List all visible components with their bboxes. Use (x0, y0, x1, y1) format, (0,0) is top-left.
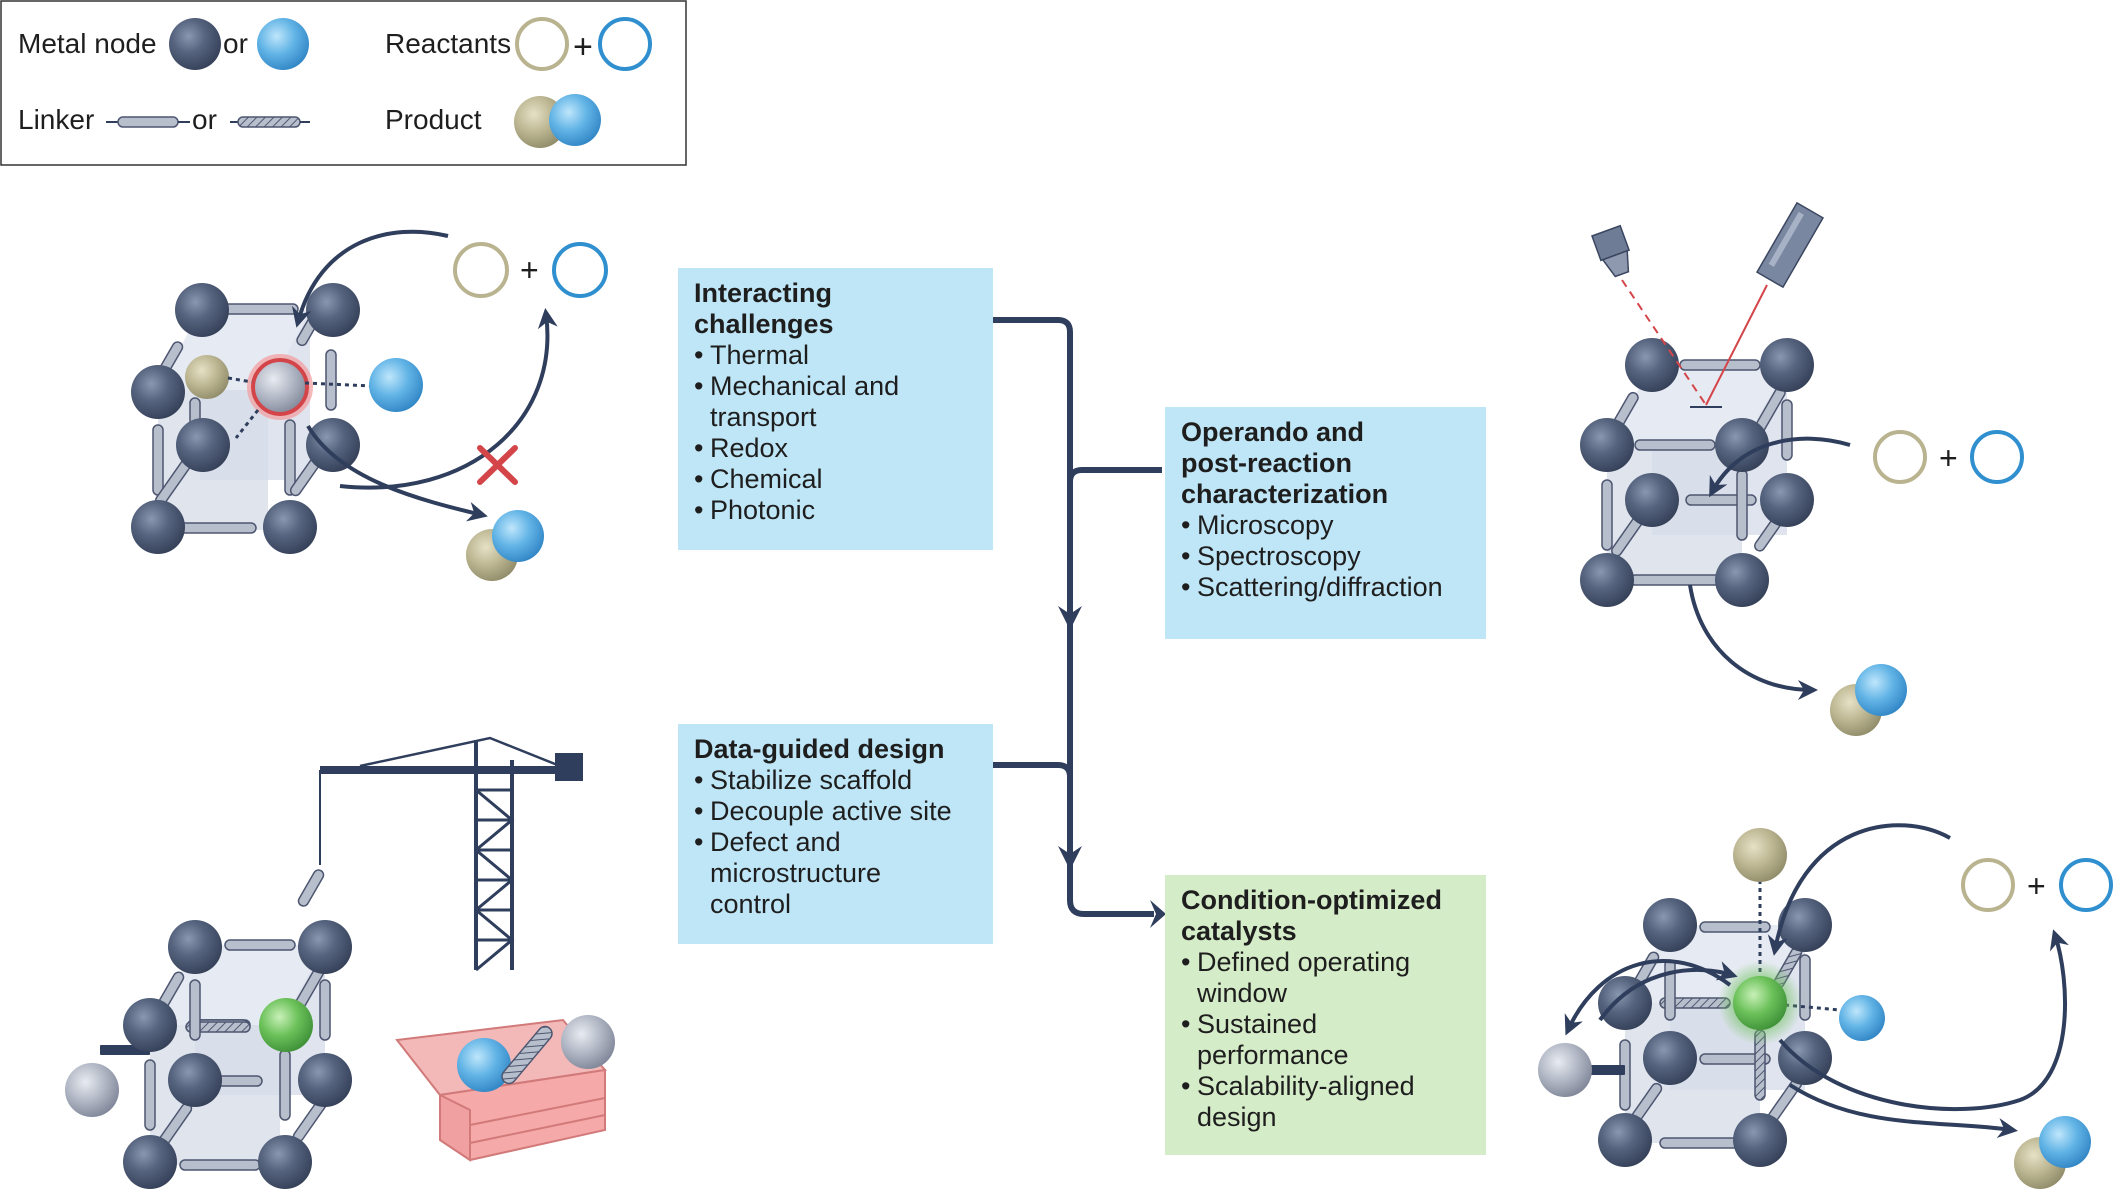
design-box: Data-guided design Stabilize scaffold De… (678, 724, 993, 944)
reactant-icon (453, 242, 509, 298)
block-cross-icon (477, 445, 518, 485)
characterization-title: Operando and post-reaction characterizat… (1181, 417, 1389, 509)
challenges-title: Interacting challenges (694, 278, 834, 339)
characterization-item: Scattering/diffraction (1181, 572, 1470, 603)
linker-icon (297, 869, 325, 907)
microscope-probe-icon (1591, 224, 1707, 406)
product-icon (2014, 1116, 2091, 1189)
linker-icon (106, 116, 190, 128)
flow-arrowheads (1058, 606, 1166, 928)
reactant-icon (1970, 430, 2024, 484)
product-icon (1830, 664, 1907, 736)
linker-icon (230, 116, 310, 128)
toolbox-icon (395, 1015, 615, 1162)
plus-sign-top-right: + (1939, 440, 1958, 476)
legend-or-2: or (192, 104, 217, 135)
design-item: Stabilize scaffold (694, 765, 977, 796)
legend-reactants-label: Reactants (385, 28, 512, 59)
challenges-box: Interacting challenges Thermal Mechanica… (678, 268, 993, 550)
optimized-box: Condition-optimized catalysts Defined op… (1165, 875, 1486, 1155)
reactant-icon (1873, 430, 1927, 484)
reactant-icon (1961, 858, 2015, 912)
plus-sign-top-left: + (520, 252, 539, 288)
challenges-item: Mechanical and transport (694, 371, 977, 433)
legend-metal-node-label: Metal node (18, 28, 157, 59)
flow-connectors (993, 317, 1162, 917)
catalytic-cycle-arrows-optimized (1564, 823, 2069, 1138)
laser-source-icon (1690, 201, 1825, 408)
design-title: Data-guided design (694, 734, 945, 764)
characterization-item: Microscopy (1181, 510, 1470, 541)
legend-linker-label: Linker (18, 104, 95, 135)
challenges-item: Redox (694, 433, 977, 464)
design-item: Decouple active site (694, 796, 977, 827)
catalytic-cycle-arrows-challenged (291, 229, 558, 522)
legend-product-label: Product (385, 104, 482, 135)
characterization-item: Spectroscopy (1181, 541, 1470, 572)
optimized-title: Condition-optimized catalysts (1181, 885, 1442, 946)
optimized-item: Sustained performance (1181, 1009, 1417, 1071)
optimized-item: Defined operating window (1181, 947, 1447, 1009)
reactant-icon (598, 17, 652, 71)
plus-sign-bottom-right: + (2027, 868, 2046, 904)
reactant-icon (2059, 858, 2113, 912)
challenges-item: Photonic (694, 495, 977, 526)
catalytic-cycle-arrows-characterized (1688, 436, 1851, 700)
challenges-item: Chemical (694, 464, 977, 495)
legend-plus: + (573, 28, 593, 66)
mof-framework-designed (65, 920, 352, 1189)
characterization-box: Operando and post-reaction characterizat… (1165, 407, 1486, 639)
metal-node-icon (257, 18, 309, 70)
reactant-icon (515, 17, 569, 71)
reactant-icon (552, 242, 608, 298)
product-icon (466, 510, 544, 581)
challenges-item: Thermal (694, 340, 977, 371)
product-icon (514, 94, 601, 148)
crane-icon (319, 736, 583, 972)
design-item: Defect and microstructure control (694, 827, 910, 920)
optimized-item: Scalability-aligned design (1181, 1071, 1467, 1133)
mof-framework-optimized (1538, 828, 1885, 1167)
metal-node-icon (169, 18, 221, 70)
mof-framework-challenged (131, 283, 423, 554)
mof-framework-characterized (1580, 338, 1814, 607)
legend-or-1: or (223, 28, 248, 59)
